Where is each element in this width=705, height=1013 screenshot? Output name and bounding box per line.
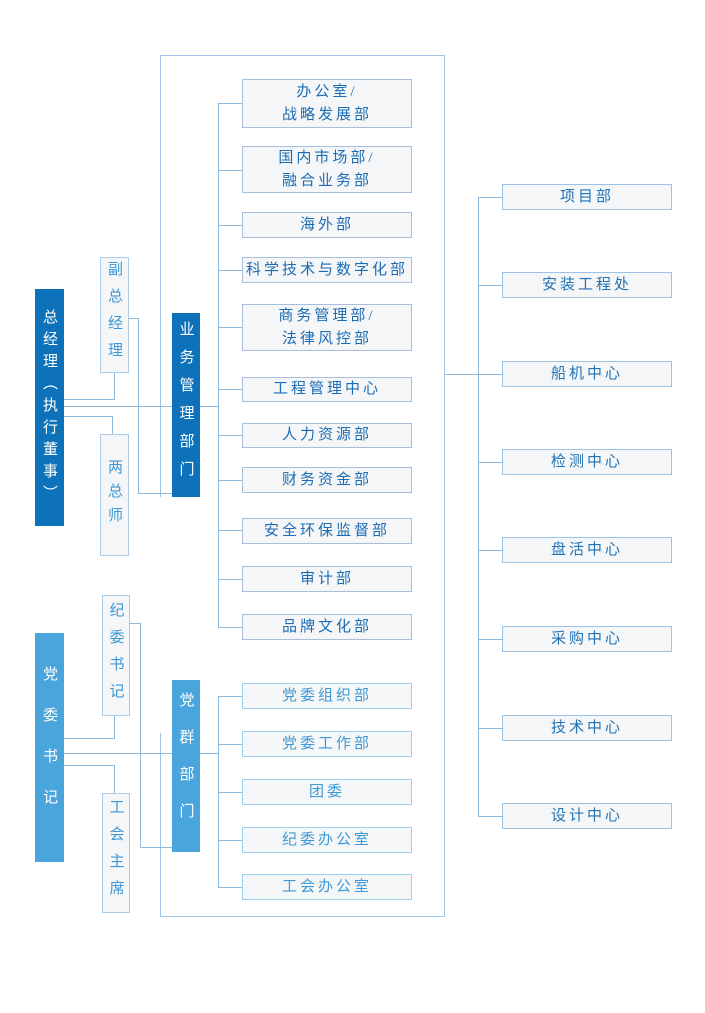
node-field-unit: 项目部 [502, 184, 672, 210]
node-business-department: 人力资源部 [242, 423, 412, 448]
node-field-unit: 采购中心 [502, 626, 672, 652]
node-business-department: 海外部 [242, 212, 412, 238]
node-business-department: 工程管理中心 [242, 377, 412, 402]
node-field-unit: 检测中心 [502, 449, 672, 475]
node-party-department: 工会办公室 [242, 874, 412, 900]
node-party-department: 党委组织部 [242, 683, 412, 709]
gm-to-chiefs-line [64, 416, 113, 434]
node-field-unit: 设计中心 [502, 803, 672, 829]
node-field-unit: 船机中心 [502, 361, 672, 387]
node-field-unit: 技术中心 [502, 715, 672, 741]
node-general-manager: 总经理（执行董事） [35, 289, 64, 526]
deputy-to-business-line [129, 318, 172, 494]
node-party-department: 党委工作部 [242, 731, 412, 757]
node-field-unit: 安装工程处 [502, 272, 672, 298]
node-business-department: 品牌文化部 [242, 614, 412, 640]
node-party-department: 纪委办公室 [242, 827, 412, 853]
node-business-department: 国内市场部/ 融合业务部 [242, 146, 412, 193]
discipline-to-party-line [130, 623, 172, 848]
node-business-department: 科学技术与数字化部 [242, 257, 412, 283]
ps-to-union-line [64, 765, 115, 793]
node-party-secretary: 党委书记 [35, 633, 64, 862]
node-business-group-header: 业务管理部门 [172, 313, 200, 497]
ps-to-discipline-line [64, 716, 115, 739]
node-two-chief-engineers: 两总师 [100, 434, 129, 556]
node-business-department: 安全环保监督部 [242, 518, 412, 544]
node-field-unit: 盘活中心 [502, 537, 672, 563]
node-deputy-general-manager: 副总经理 [100, 257, 129, 373]
gm-to-deputy-line [64, 373, 115, 400]
node-union-chairman: 工会主席 [102, 793, 130, 913]
node-business-department: 办公室/ 战略发展部 [242, 79, 412, 128]
node-party-group-header: 党群部门 [172, 680, 200, 852]
node-business-department: 审计部 [242, 566, 412, 592]
node-business-department: 商务管理部/ 法律风控部 [242, 304, 412, 351]
group-frame [160, 55, 445, 917]
node-business-department: 财务资金部 [242, 467, 412, 493]
node-discipline-secretary: 纪委书记 [102, 595, 130, 716]
node-party-department: 团委 [242, 779, 412, 805]
